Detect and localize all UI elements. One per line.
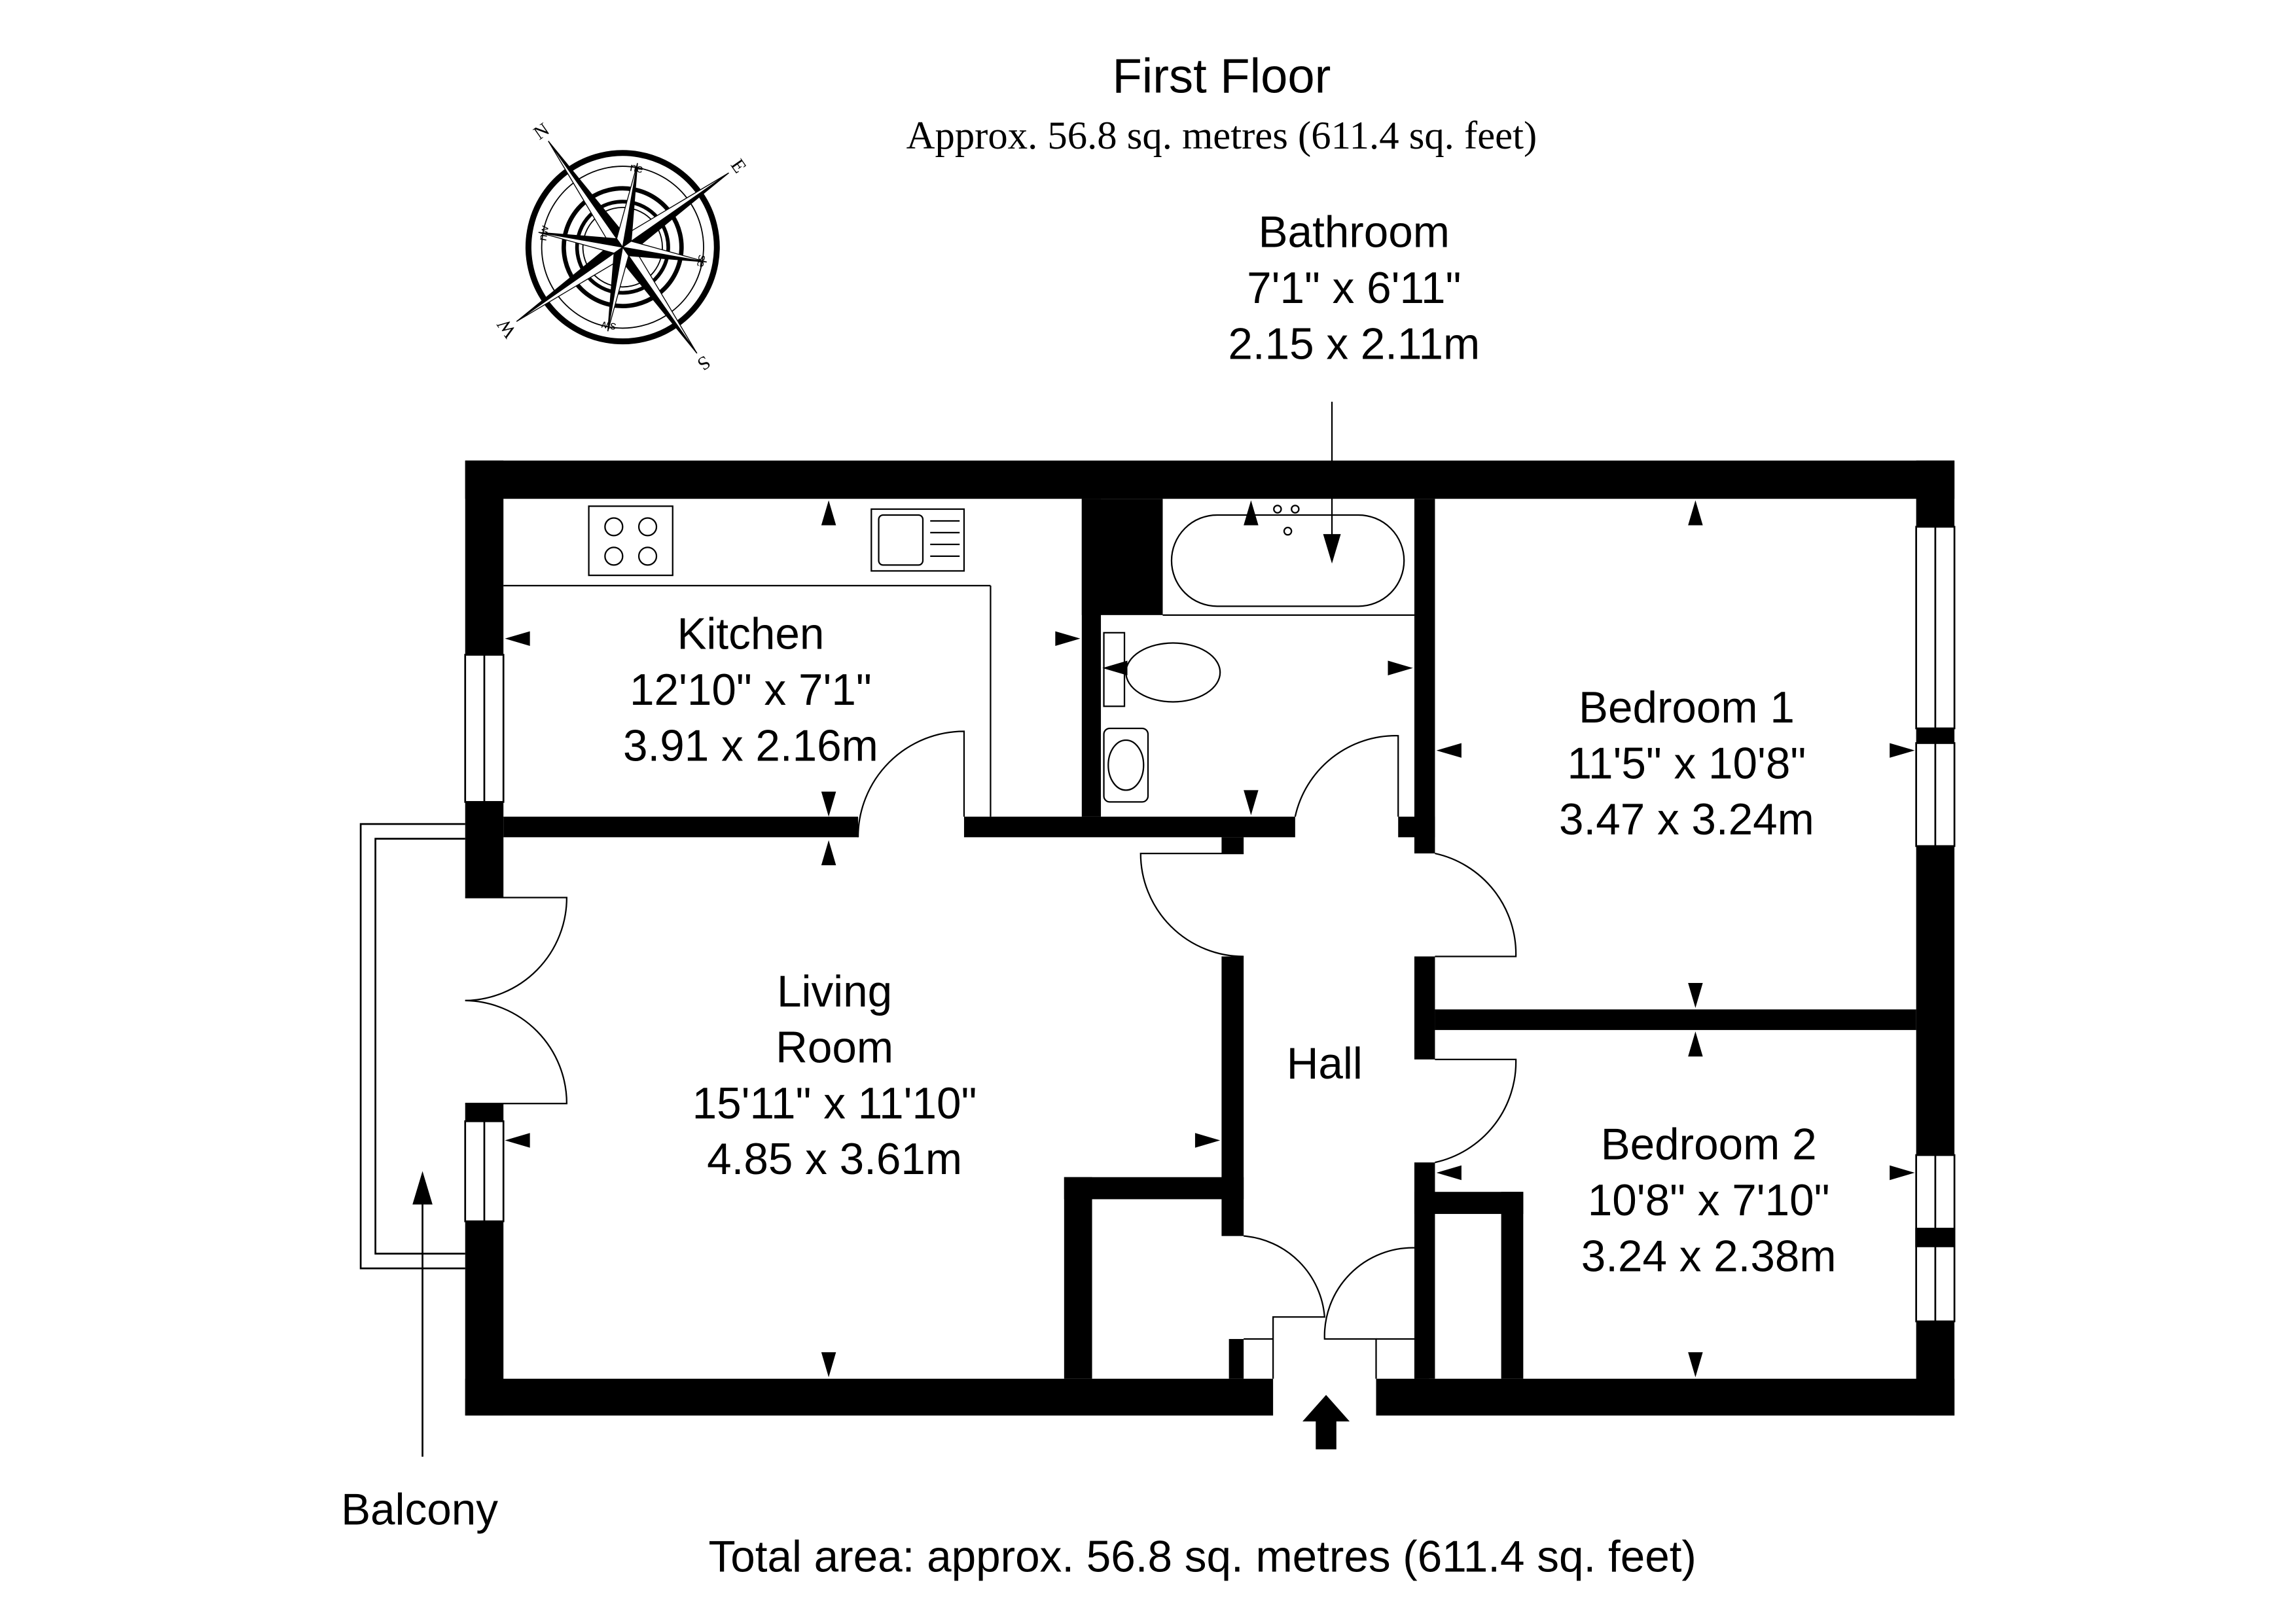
bedroom1-name: Bedroom 1 [1579, 683, 1795, 732]
plan-title: First Floor [1112, 49, 1331, 103]
compass-rose-icon: N E S W ne se sw nw [493, 119, 750, 375]
compass-ne: ne [629, 160, 644, 175]
bath-icon [1170, 514, 1405, 607]
sink-icon [870, 508, 965, 572]
living-imperial: 15'11" x 11'10" [692, 1079, 977, 1128]
entrance-arrow-icon [1302, 1395, 1350, 1450]
hall-name: Hall [1287, 1039, 1363, 1088]
hob-icon [588, 505, 673, 577]
dimension-markers [505, 500, 1915, 1378]
balcony-name: Balcony [341, 1485, 498, 1534]
bedroom1-imperial: 11'5" x 10'8" [1567, 739, 1806, 788]
basin-icon [1103, 727, 1149, 803]
total-area: Total area: approx. 56.8 sq. metres (611… [708, 1532, 1696, 1581]
kitchen-name: Kitchen [677, 610, 824, 659]
balcony [359, 823, 465, 1457]
living-name-line2: Room [776, 1023, 893, 1072]
living-name-line1: Living [777, 967, 892, 1016]
bathroom-metric: 2.15 x 2.11m [1228, 320, 1480, 369]
compass-n: N [530, 119, 554, 144]
bedroom2-name: Bedroom 2 [1601, 1120, 1817, 1169]
bathroom-name: Bathroom [1259, 208, 1450, 257]
compass-nw: nw [535, 224, 551, 241]
compass-s: S [693, 351, 714, 375]
living-metric: 4.85 x 3.61m [707, 1135, 962, 1184]
kitchen-metric: 3.91 x 2.16m [623, 721, 878, 770]
bedroom2-imperial: 10'8" x 7'10" [1588, 1176, 1830, 1225]
kitchen-imperial: 12'10" x 7'1" [630, 666, 872, 715]
compass-e: E [726, 155, 750, 177]
walls [465, 460, 1955, 1416]
bathroom-imperial: 7'1" x 6'11" [1247, 264, 1461, 313]
pointer-arrow-icon [1323, 534, 1341, 564]
windows [464, 526, 1956, 1323]
bedroom2-metric: 3.24 x 2.38m [1581, 1232, 1837, 1281]
compass-w: W [493, 315, 520, 342]
plan-subtitle: Approx. 56.8 sq. metres (611.4 sq. feet) [906, 114, 1537, 158]
compass-se: se [694, 254, 709, 268]
doors [465, 730, 1517, 1379]
bedroom1-metric: 3.47 x 3.24m [1559, 795, 1814, 844]
compass-sw: sw [600, 319, 617, 334]
